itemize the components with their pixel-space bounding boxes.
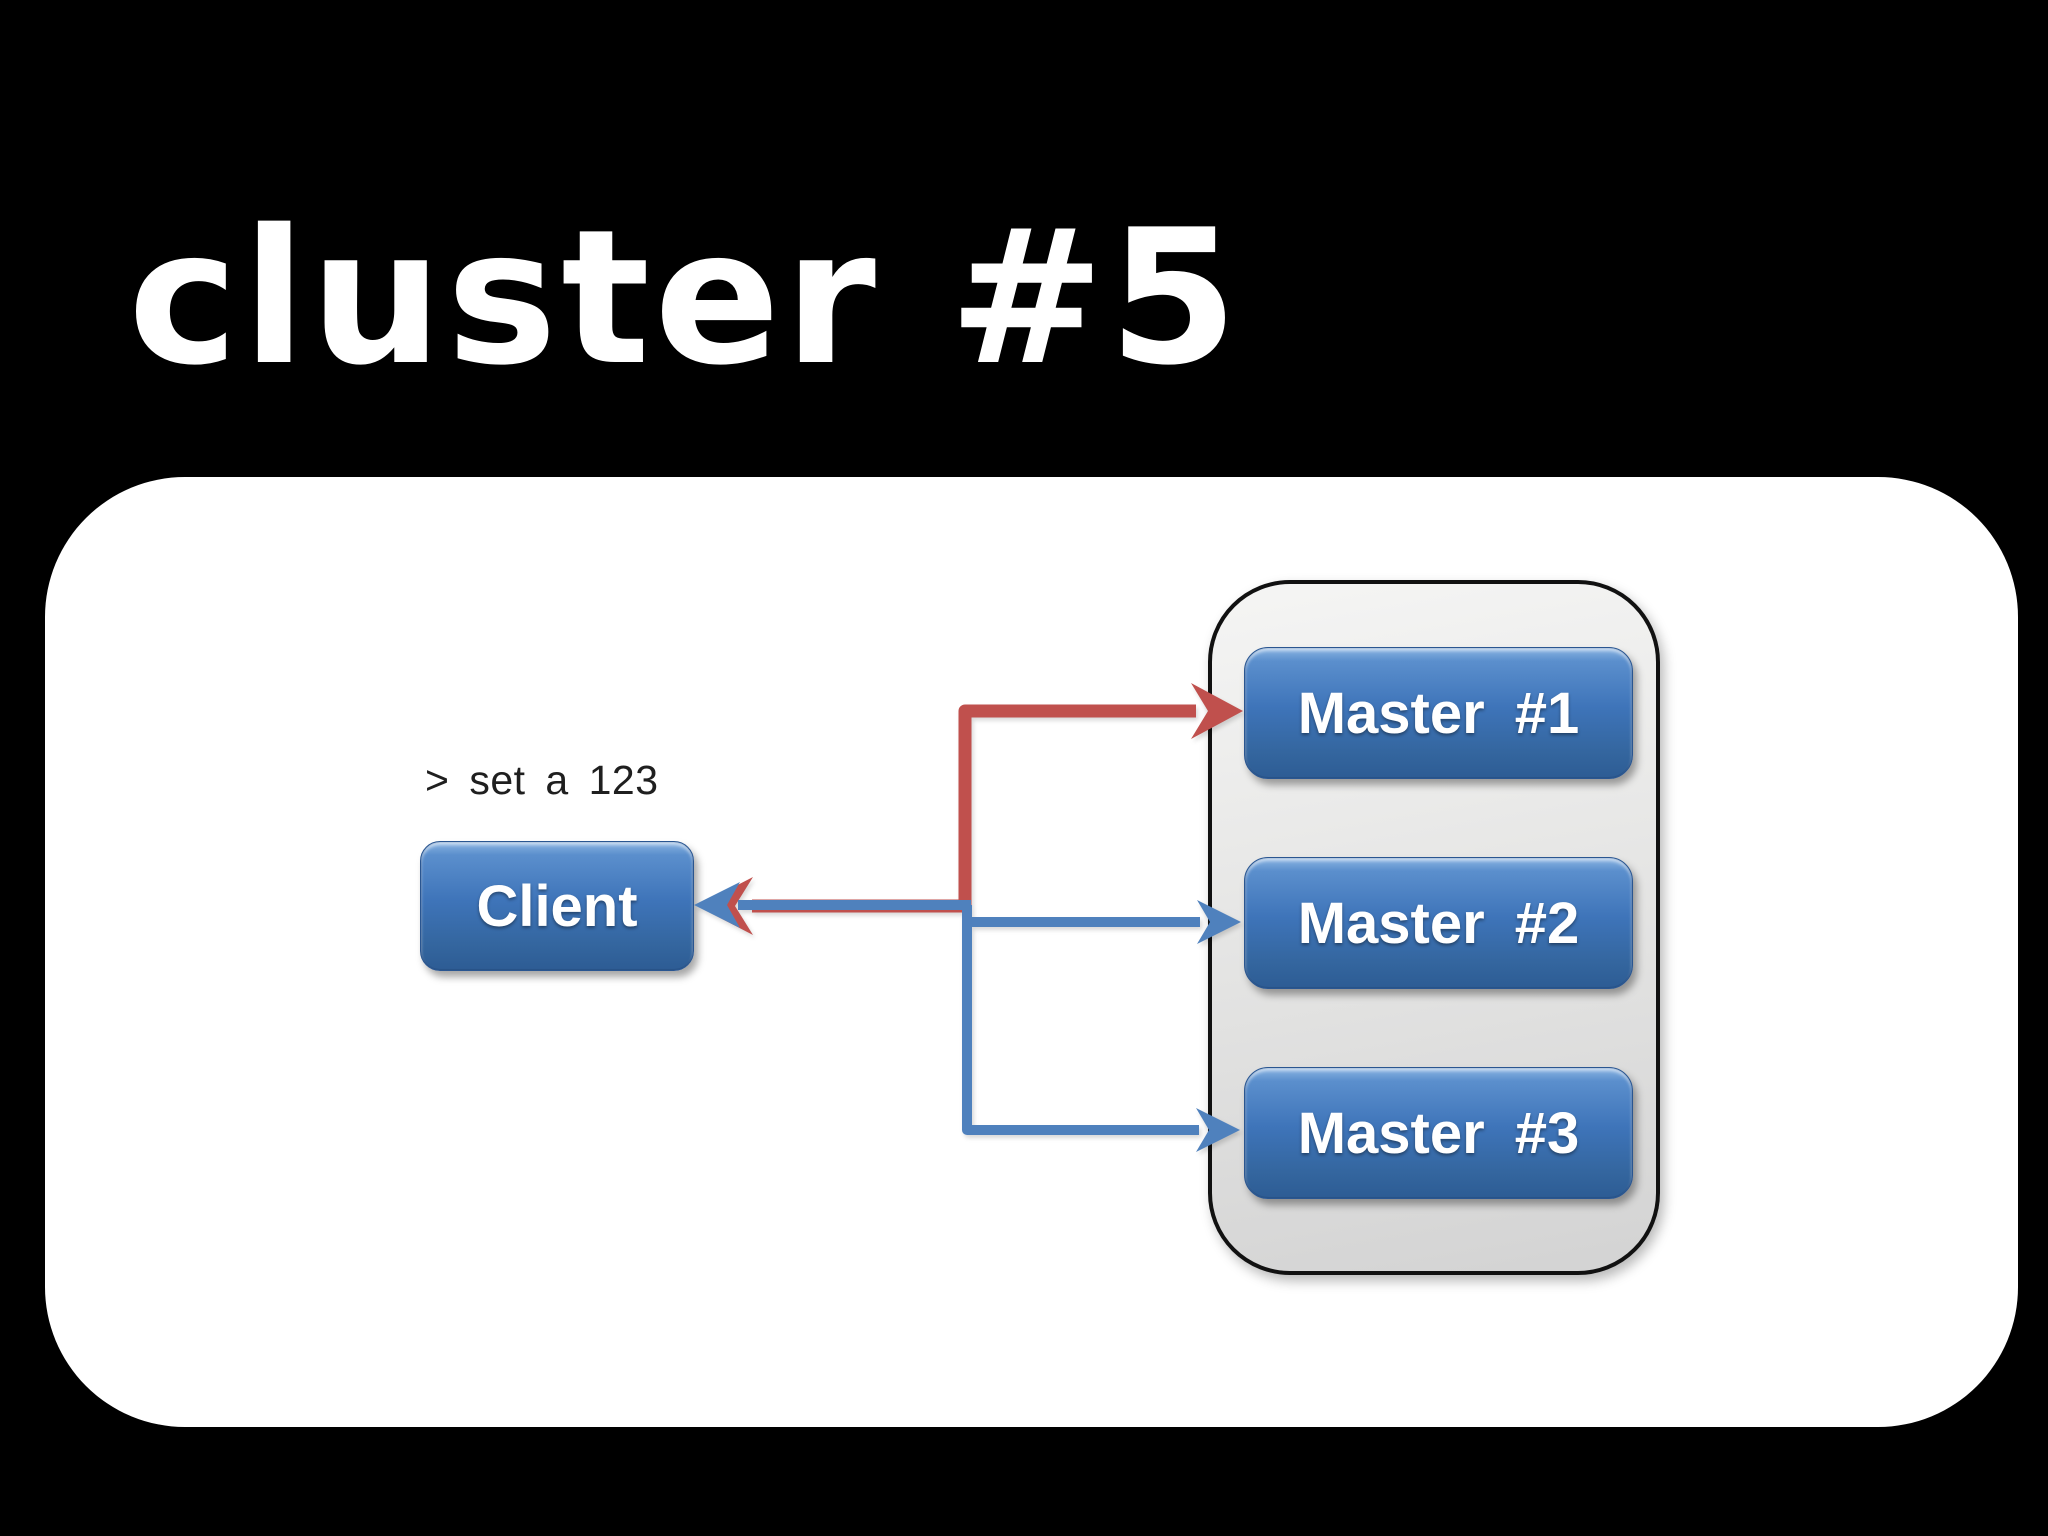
- master-3-node: Master #3: [1244, 1067, 1633, 1199]
- master-1-node: Master #1: [1244, 647, 1633, 779]
- master-2-node: Master #2: [1244, 857, 1633, 989]
- command-label: > set a 123: [425, 757, 659, 803]
- slide-title: cluster #5: [128, 189, 1242, 406]
- client-node: Client: [420, 841, 694, 971]
- master-3-label: Master #3: [1297, 1100, 1580, 1166]
- client-node-label: Client: [476, 873, 638, 939]
- master-1-label: Master #1: [1297, 680, 1580, 746]
- cluster-container: Master #1 Master #2 Master #3: [1208, 580, 1660, 1275]
- diagram-panel: > set a 123 Client Master #1 Master #2 M…: [45, 477, 2018, 1427]
- master-2-label: Master #2: [1297, 890, 1580, 956]
